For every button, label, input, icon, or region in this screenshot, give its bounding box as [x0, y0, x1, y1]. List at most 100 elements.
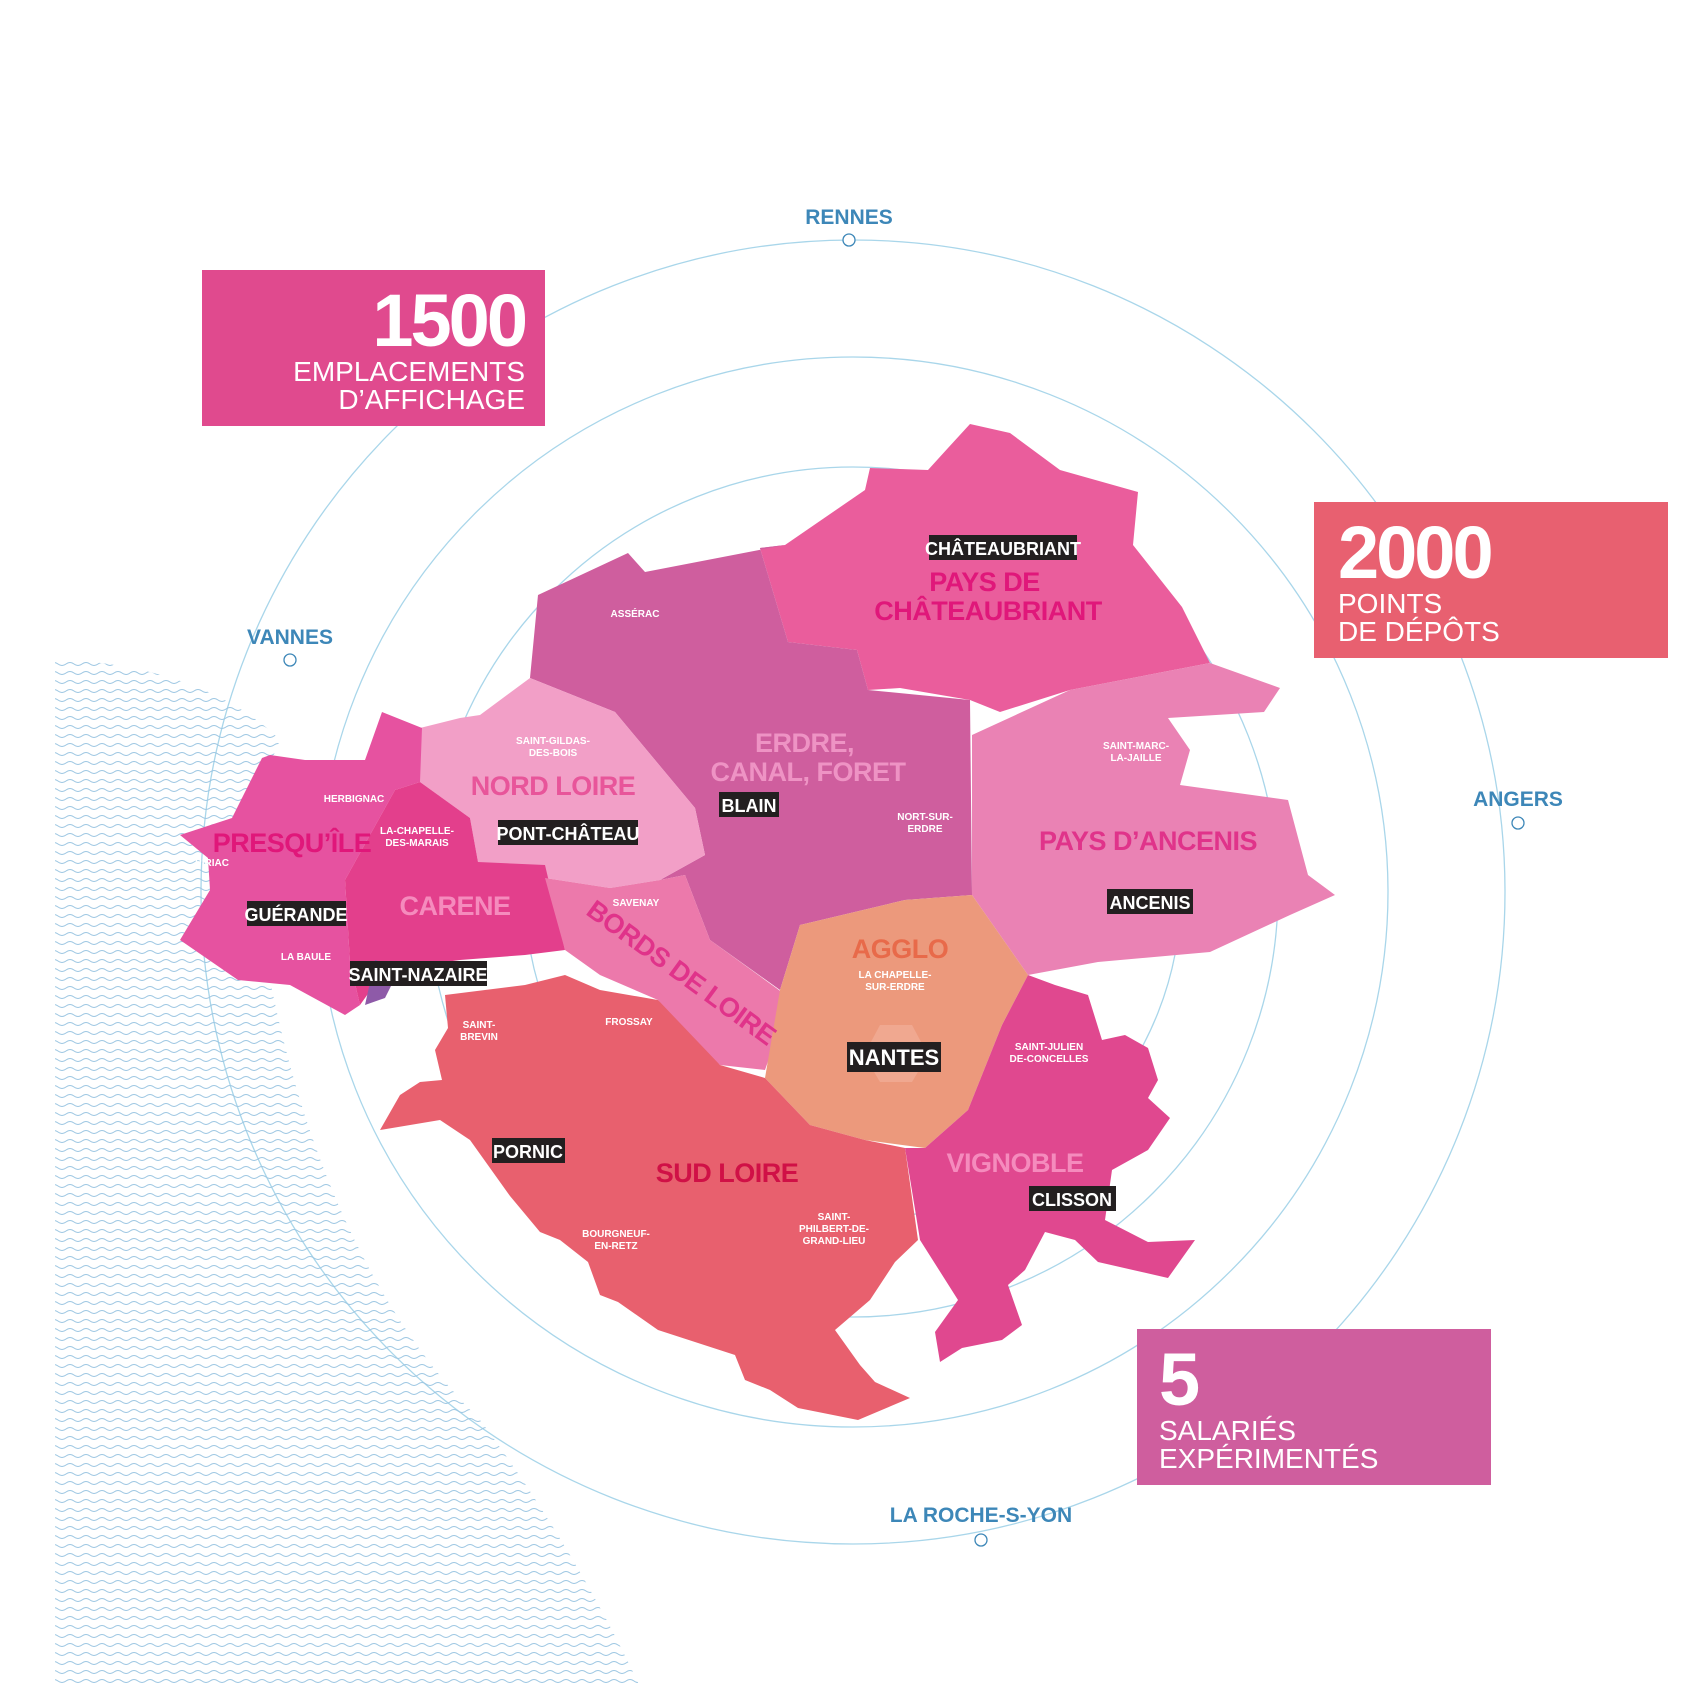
town-savenay: SAVENAY [613, 898, 660, 909]
wave-line [55, 1544, 640, 1548]
svg-text:PONT-CHÂTEAU: PONT-CHÂTEAU [497, 823, 640, 844]
stat-points-label-2: DE DÉPÔTS [1338, 616, 1500, 647]
wave-line [55, 1301, 640, 1305]
wave-line [55, 1319, 640, 1323]
wave-line [55, 1436, 640, 1440]
stat-emplacements-number: 1500 [372, 279, 528, 362]
wave-line [55, 1625, 640, 1629]
city-la-roche-marker [974, 1533, 988, 1547]
wave-line [55, 1418, 640, 1422]
svg-text:ANCENIS: ANCENIS [1109, 893, 1190, 913]
region-presquile[interactable] [180, 712, 422, 1015]
wave-line [55, 1598, 640, 1602]
tag-nantes[interactable]: NANTES [847, 1042, 941, 1072]
wave-line [55, 1670, 640, 1674]
svg-text:NANTES: NANTES [849, 1045, 939, 1070]
region-carene[interactable] [345, 782, 565, 1005]
wave-line [55, 1328, 640, 1332]
wave-line [55, 1679, 640, 1683]
town-asserac: ASSÉRAC [611, 607, 660, 620]
town-la-baule: LA BAULE [281, 952, 332, 963]
tag-saint-nazaire[interactable]: SAINT-NAZAIRE [349, 961, 488, 986]
wave-line [55, 1409, 640, 1413]
wave-line [55, 1355, 640, 1359]
stat-points-label-1: POINTS [1338, 588, 1443, 619]
wave-line [55, 1346, 640, 1350]
tag-clisson[interactable]: CLISSON [1029, 1186, 1116, 1211]
wave-line [55, 1445, 640, 1449]
stat-box-emplacements: 1500 EMPLACEMENTS D’AFFICHAGE [202, 270, 545, 426]
region-ancenis[interactable] [972, 663, 1335, 975]
stat-salaries-label-2: EXPÉRIMENTÉS [1159, 1443, 1379, 1474]
stat-emplacements-label-2: D’AFFICHAGE [338, 384, 525, 415]
tag-pornic[interactable]: PORNIC [492, 1138, 565, 1163]
wave-line [55, 1454, 640, 1458]
wave-line [55, 1490, 640, 1494]
stat-points-number: 2000 [1338, 511, 1494, 594]
wave-line [55, 1427, 640, 1431]
wave-line [55, 1472, 640, 1476]
stat-box-salaries: 5 SALARIÉS EXPÉRIMENTÉS [1137, 1329, 1491, 1485]
region-agglo-label: AGGLO [852, 934, 949, 964]
city-la-roche-label: LA ROCHE-S-YON [890, 1504, 1072, 1527]
tag-guerande[interactable]: GUÉRANDE [244, 901, 348, 926]
wave-line [55, 1616, 640, 1620]
wave-line [55, 1607, 640, 1611]
wave-line [55, 1652, 640, 1656]
tag-chateaubriant[interactable]: CHÂTEAUBRIANT [925, 535, 1081, 560]
region-bords-loire[interactable] [545, 875, 790, 1070]
stat-salaries-number: 5 [1159, 1338, 1200, 1421]
stat-emplacements-label-1: EMPLACEMENTS [293, 356, 525, 387]
city-rennes-label: RENNES [805, 206, 893, 229]
wave-line [55, 1571, 640, 1575]
town-bourgneuf: BOURGNEUF-EN-RETZ [582, 1229, 650, 1252]
city-angers-marker [1511, 816, 1525, 830]
town-piriac: PIRIAC [195, 858, 229, 869]
city-vannes-marker [283, 653, 297, 667]
city-vannes-label: VANNES [247, 626, 333, 649]
svg-text:CLISSON: CLISSON [1032, 1190, 1112, 1210]
region-presquile-label: PRESQU’ÎLE [213, 827, 372, 858]
wave-line [55, 1400, 640, 1404]
region-ancenis-label: PAYS D’ANCENIS [1039, 826, 1257, 856]
tag-pont-chateau[interactable]: PONT-CHÂTEAU [497, 820, 640, 845]
region-erdre[interactable] [530, 545, 972, 990]
town-saint-philbert: SAINT-PHILBERT-DE-GRAND-LIEU [799, 1212, 869, 1247]
wave-line [55, 1553, 640, 1557]
wave-line [55, 1634, 640, 1638]
wave-line [55, 1589, 640, 1593]
wave-line [55, 1310, 640, 1314]
town-saint-brevin: SAINT-BREVIN [460, 1020, 498, 1043]
stat-salaries-label-1: SALARIÉS [1159, 1415, 1296, 1446]
town-frossay: FROSSAY [605, 1017, 653, 1028]
town-la-chapelle-erdre: LA CHAPELLE-SUR-ERDRE [859, 970, 932, 993]
city-tags: CHÂTEAUBRIANT BLAIN PONT-CHÂTEAU ANCENIS… [244, 535, 1193, 1211]
wave-line [55, 1382, 640, 1386]
tag-ancenis[interactable]: ANCENIS [1107, 889, 1193, 914]
region-chateaubriant[interactable] [760, 424, 1210, 712]
region-agglo[interactable] [765, 895, 1028, 1148]
wave-line [55, 1391, 640, 1395]
region-sud-loire[interactable] [380, 975, 918, 1420]
region-sud-loire-label: SUD LOIRE [656, 1158, 799, 1188]
town-la-chapelle-marais: LA-CHAPELLE-DES-MARAIS [380, 826, 454, 849]
town-saint-gildas: SAINT-GILDAS-DES-BOIS [516, 736, 590, 759]
tag-blain[interactable]: BLAIN [719, 792, 779, 817]
wave-line [55, 1580, 640, 1584]
svg-text:GUÉRANDE: GUÉRANDE [244, 904, 347, 925]
city-angers-label: ANGERS [1473, 788, 1563, 811]
wave-line [55, 1643, 640, 1647]
wave-line [55, 1508, 640, 1512]
town-saint-marc: SAINT-MARC-LA-JAILLE [1103, 741, 1169, 764]
stat-box-points-depot: 2000 POINTS DE DÉPÔTS [1314, 502, 1668, 658]
region-erdre-label: ERDRE, CANAL, FORET [711, 728, 907, 787]
regions [180, 424, 1335, 1420]
city-markers: RENNES VANNES ANGERS LA ROCHE-S-YON [247, 206, 1563, 1547]
region-vignoble[interactable] [905, 975, 1195, 1362]
wave-line [55, 1526, 640, 1530]
wave-line [55, 1499, 640, 1503]
region-nord-loire-label: NORD LOIRE [471, 771, 636, 801]
